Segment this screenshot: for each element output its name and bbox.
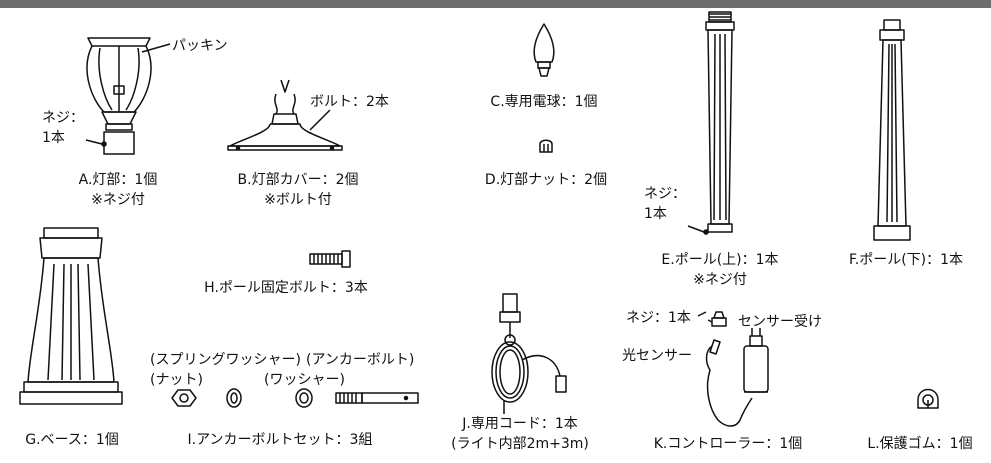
controller-drawing	[697, 311, 769, 427]
base-drawing	[19, 227, 123, 405]
part-f-label: F.ポール(下)：1本	[848, 252, 964, 268]
anchor-bolt-set-drawing	[171, 388, 419, 408]
part-j-label: J.専用コード：1本	[462, 416, 578, 432]
lamp-nut-drawing	[539, 139, 553, 153]
packing-callout: パッキン	[172, 38, 228, 54]
pole-upper-drawing	[687, 11, 735, 235]
screw-callout-a-2: 1本	[42, 130, 65, 146]
light-sensor-callout: 光センサー	[622, 348, 692, 364]
part-a-note: ※ネジ付	[91, 192, 145, 208]
part-h-label: H.ポール固定ボルト：3本	[204, 280, 368, 296]
screw-callout-e-2: 1本	[644, 206, 667, 222]
rubber-drawing	[917, 388, 939, 409]
cord-drawing	[491, 293, 567, 414]
part-a-label: A.灯部：1個	[78, 172, 158, 188]
bulb-drawing	[533, 23, 555, 77]
part-b-label: B.灯部カバー：2個	[237, 172, 359, 188]
pole-lower-drawing	[873, 19, 911, 241]
spring-washer-caption: (スプリングワッシャー)	[150, 352, 301, 368]
washer-caption: (ワッシャー)	[264, 372, 345, 388]
part-d-label: D.灯部ナット：2個	[484, 172, 608, 188]
screw-callout-e-1: ネジ：	[644, 186, 686, 202]
part-g-label: G.ベース：1個	[25, 432, 119, 448]
fixing-bolt-drawing	[309, 250, 351, 268]
part-b-note: ※ボルト付	[264, 192, 332, 208]
part-i-label: I.アンカーボルトセット：3組	[187, 432, 373, 448]
part-j-note: (ライト内部2m+3m)	[451, 436, 589, 452]
nut-caption: (ナット)	[150, 372, 203, 388]
sensor-receiver-callout: センサー受け	[738, 314, 822, 330]
lamp-head-drawing	[85, 37, 171, 155]
part-c-label: C.専用電球：1個	[490, 94, 598, 110]
top-bar	[0, 0, 991, 8]
part-e-note: ※ネジ付	[693, 272, 747, 288]
screw-callout-k: ネジ：1本	[626, 310, 691, 326]
part-k-label: K.コントローラー：1個	[653, 436, 803, 452]
lamp-cover-drawing	[227, 79, 343, 151]
bolt-callout-b: ボルト：2本	[310, 94, 389, 110]
part-e-label: E.ポール(上)：1本	[661, 252, 779, 268]
screw-callout-a-1: ネジ：	[42, 110, 84, 126]
part-l-label: L.保護ゴム：1個	[867, 436, 973, 452]
anchor-bolt-caption: (アンカーボルト)	[306, 352, 415, 368]
